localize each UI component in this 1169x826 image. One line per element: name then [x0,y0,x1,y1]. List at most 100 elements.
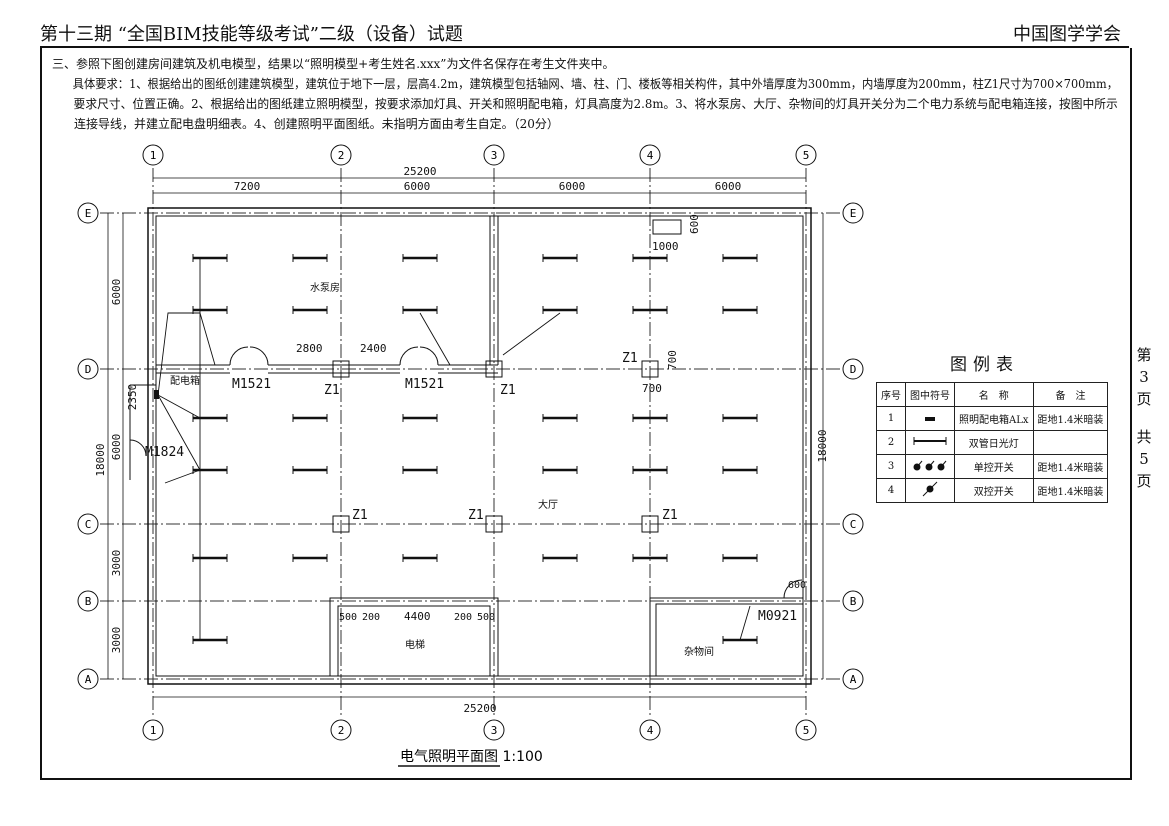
column-label: Z1 [662,508,678,523]
axis-bubble: 4 [639,144,661,166]
legend-header: 序号 图中符号 名 称 备 注 [876,382,1109,407]
axis-bubble: 3 [483,144,505,166]
axis-bubble: A [77,668,99,690]
fluorescent-lamp [292,554,328,562]
legend-title: 图例表 [950,355,1019,375]
room-label: 大厅 [538,498,558,511]
fluorescent-lamp [192,554,228,562]
row-name: 双管日光灯 [954,430,1034,455]
row-note: 距地1.4米暗装 [1032,454,1109,479]
room-label: 配电箱 [170,374,200,387]
organization: 中国图学学会 [1013,24,1121,45]
row-name: 照明配电箱ALx [954,406,1034,431]
fluorescent-lamp [722,306,758,314]
axis-label: 1 [150,724,157,737]
door-label: M1521 [405,377,444,392]
fluorescent-lamp [722,636,758,644]
distribution-panel [154,390,159,399]
fluorescent-lamp [402,306,438,314]
axis-bubble: 1 [142,719,164,741]
question-text: 三、参照下图创建房间建筑及机电模型，结果以“照明模型+考生姓名.xxx”为文件名… [52,54,1122,134]
legend-row: 4 双控开关 距地1.4米暗装 [876,478,1109,503]
page-label: 页 [1136,390,1152,408]
plan-title: 电气照明平面图 1:100 [400,749,543,765]
fluorescent-lamp [292,306,328,314]
header-divider [40,46,1129,48]
dim-bottom-total: 25200 [463,702,496,715]
axis-label: E [850,207,857,220]
axis-bubble: B [77,590,99,612]
fluorescent-lamp [292,466,328,474]
fluorescent-lamp [542,306,578,314]
fluorescent-lamp [402,254,438,262]
row-note: 距地1.4米暗装 [1032,406,1109,431]
fluorescent-lamp [292,414,328,422]
grid-lines [100,168,842,718]
fluorescent-lamp [542,466,578,474]
dim-left: 6000 [110,434,123,461]
fluorescent-lamp [192,466,228,474]
header-cell: 图中符号 [905,382,955,407]
axis-bubble: B [842,590,864,612]
fluorescent-lamp [192,636,228,644]
axis-bubble: E [842,202,864,224]
page-label: 第 [1136,346,1152,364]
dim-note: 700 [666,350,679,370]
axis-bubble: C [77,513,99,535]
header-cell: 备 注 [1032,382,1109,407]
axis-bubble: 5 [795,144,817,166]
fluorescent-lamp [192,254,228,262]
fluorescent-lamp [632,554,668,562]
dim-note: 500 [339,612,357,623]
fluorescent-lamp-icon [913,437,947,445]
fluorescent-lamp [192,306,228,314]
page-label: 共 [1136,428,1152,446]
axis-label: A [85,673,92,686]
room-label: 水泵房 [310,281,340,294]
fluorescent-lamp [542,414,578,422]
axis-label: C [85,518,92,531]
row-no: 1 [876,406,906,431]
dim-note: 500 [477,612,495,623]
fluorescent-lamp [632,466,668,474]
column-label: Z1 [468,508,484,523]
axis-label: 5 [803,724,810,737]
fluorescent-lamp [722,554,758,562]
axis-label: D [850,363,857,376]
dimension-lines [107,177,824,698]
fluorescent-lamp [722,466,758,474]
axis-bubble: D [77,358,99,380]
room-label: 杂物间 [684,645,714,658]
dim-top: 6000 [715,180,742,193]
axis-bubble: 2 [330,144,352,166]
panel-box-icon [925,417,935,421]
fluorescent-lamp [402,554,438,562]
legend-row: 1 照明配电箱ALx 距地1.4米暗装 [876,406,1109,431]
dim-note: 700 [642,382,662,395]
exam-title: 第十三期 “全国BIM技能等级考试”二级（设备）试题 [40,24,463,45]
axis-label: 4 [647,724,654,737]
row-no: 2 [876,430,906,455]
axis-label: B [85,595,92,608]
axis-bubble: E [77,202,99,224]
question-line: 连接导线，并建立配电盘明细表。4、创建照明平面图纸。未指明方面由考生自定。（20… [74,117,559,131]
columns [332,219,682,533]
question-line: 三、参照下图创建房间建筑及机电模型，结果以“照明模型+考生姓名.xxx”为文件名… [52,57,615,71]
axis-label: B [850,595,857,608]
axis-bubble: 3 [483,719,505,741]
door-label: M1824 [145,445,184,460]
outer-wall [147,207,812,685]
fluorescent-lamp [192,414,228,422]
double-switch-icon [922,481,938,497]
dim-note: 2400 [360,342,387,355]
question-line: 具体要求：1、根据给出的图纸创建建筑模型，建筑位于地下一层，层高4.2m，建筑模… [72,77,1118,91]
dim-note: 1000 [652,240,679,253]
axis-bubble: D [842,358,864,380]
header-cell: 序号 [876,382,906,407]
row-name: 双控开关 [954,478,1034,503]
doors [129,346,803,599]
axis-label: D [85,363,92,376]
axis-label: 5 [803,149,810,162]
fluorescent-lamp [542,254,578,262]
